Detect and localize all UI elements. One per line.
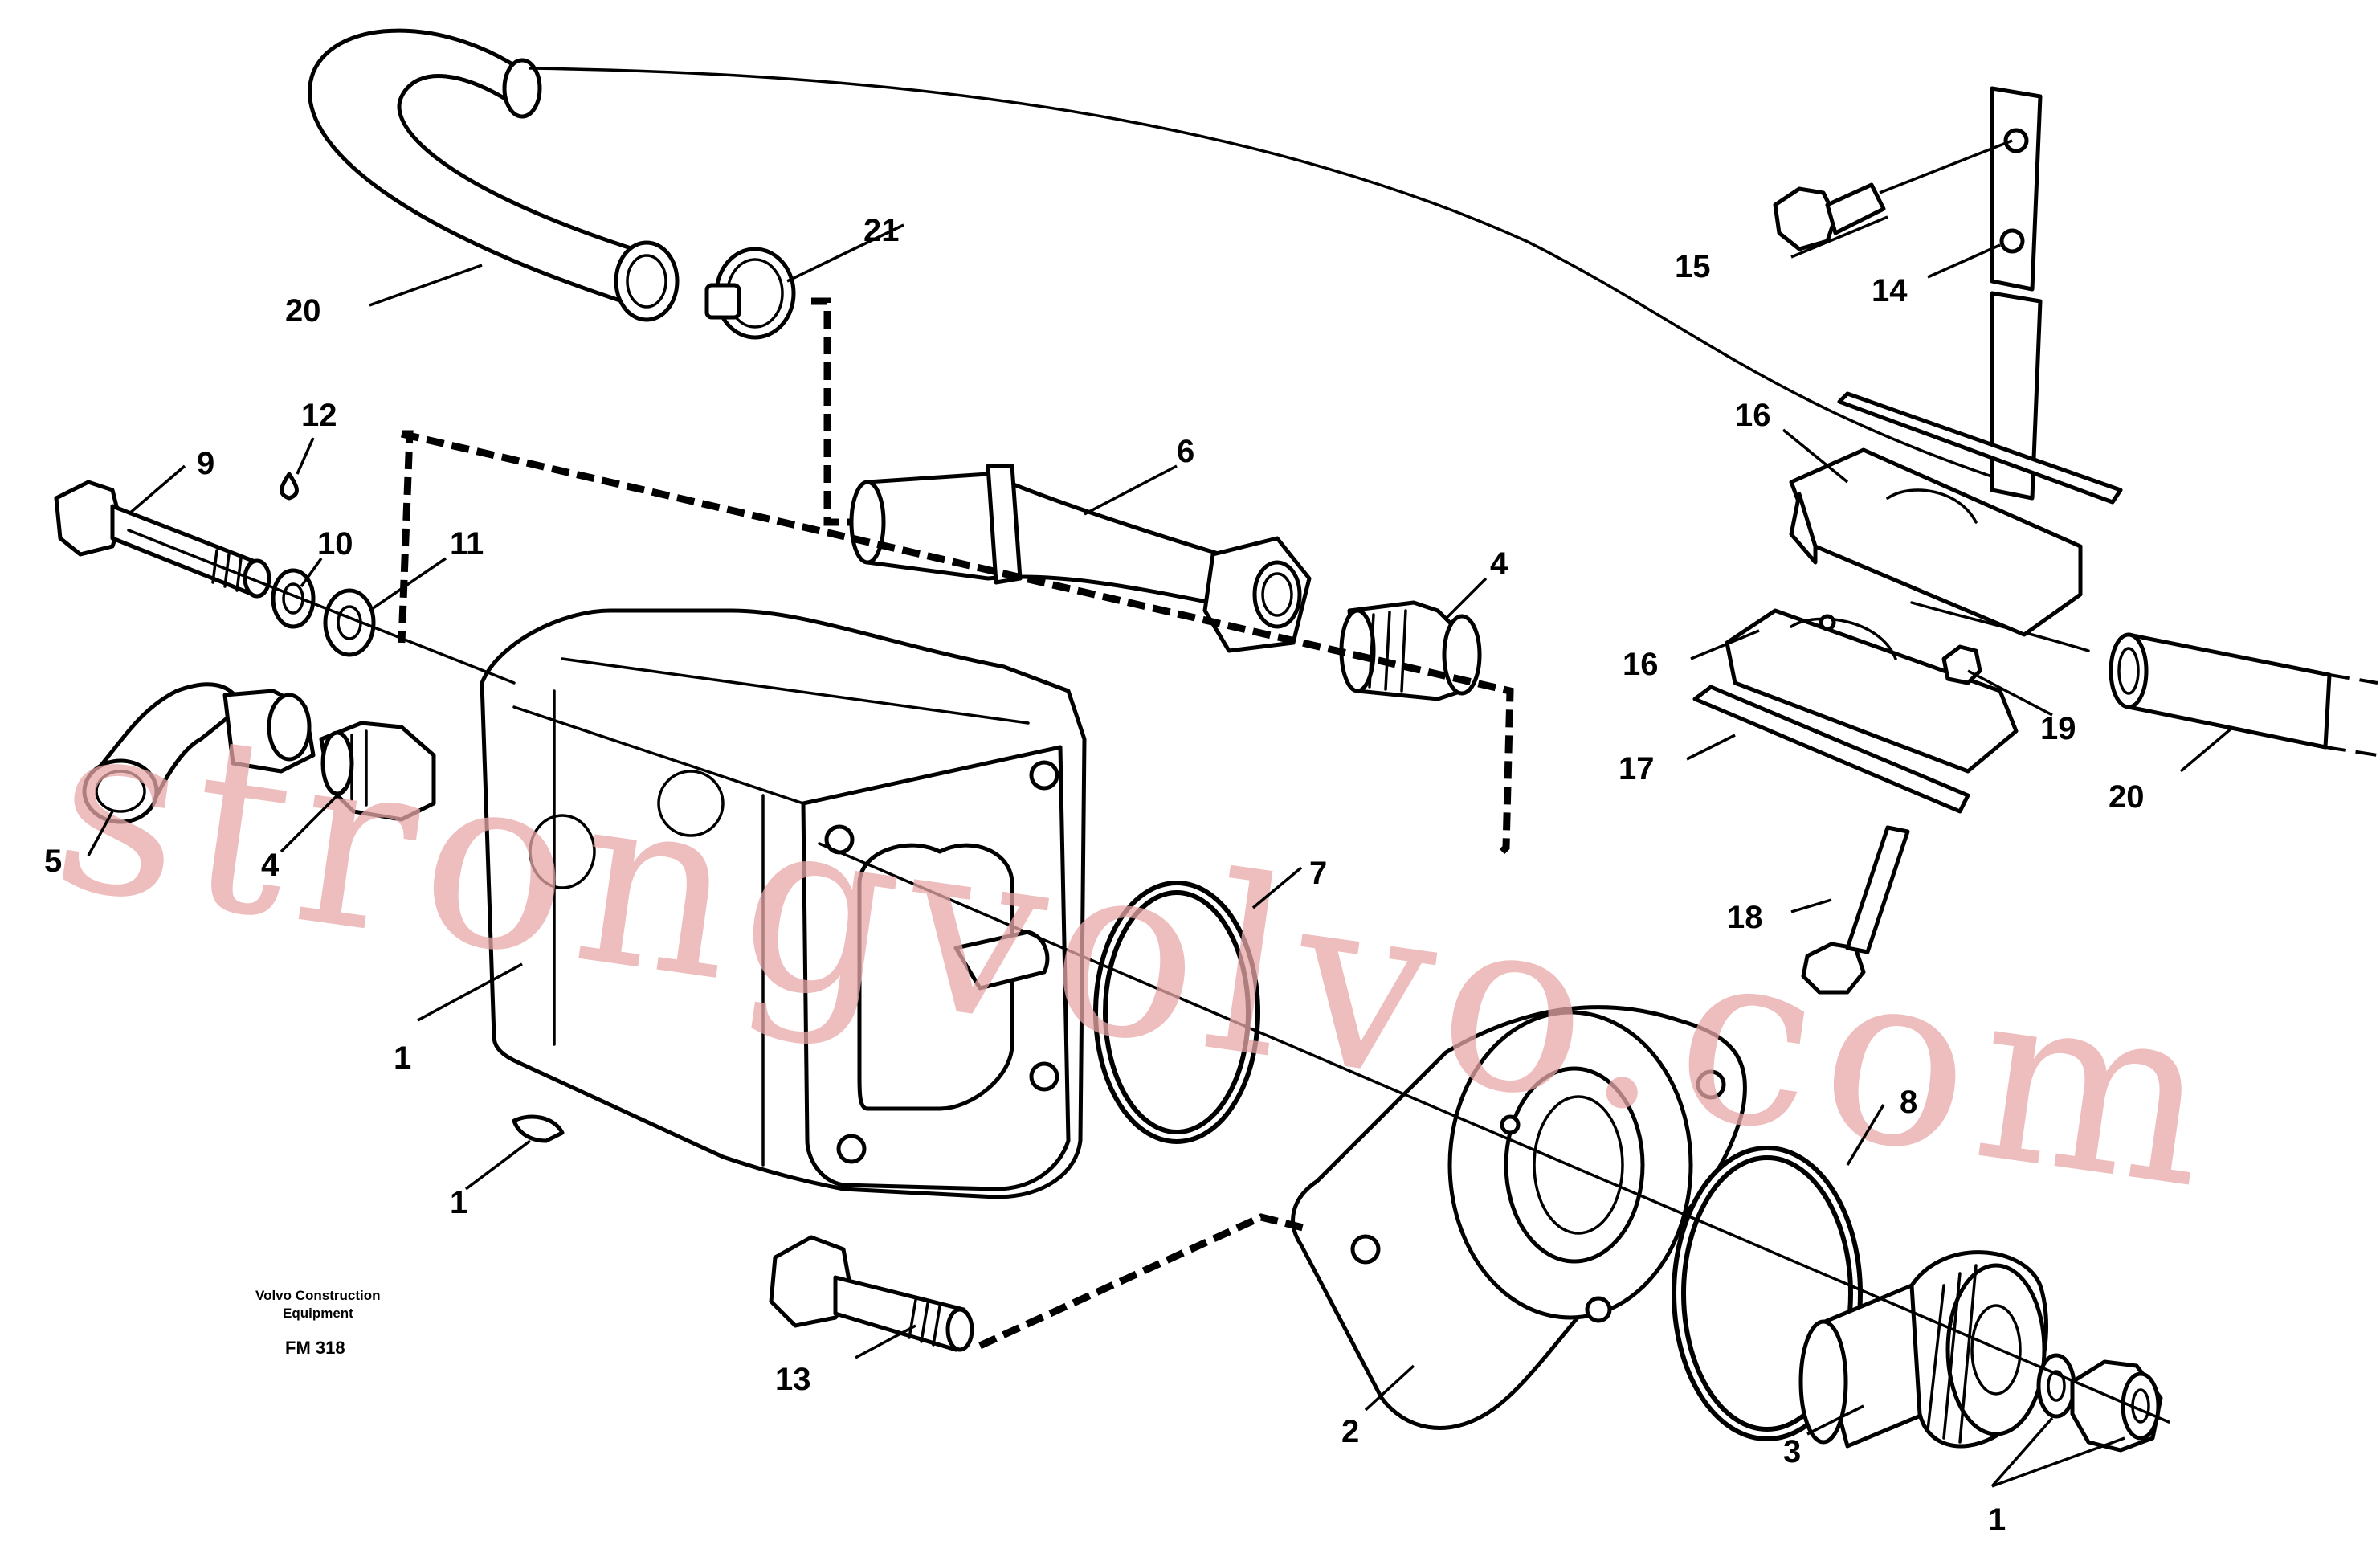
callout-16-bottom: 16 (1623, 647, 1659, 682)
clamp-half-16-bottom (1725, 608, 2019, 774)
callout-12: 12 (301, 398, 337, 433)
callout-15: 15 (1675, 249, 1711, 284)
flange-2 (1291, 1005, 1747, 1430)
main-shaft-axis (818, 842, 2170, 1424)
banjo-bolt-9 (54, 480, 271, 599)
callout-4-left: 4 (261, 848, 280, 883)
bolt-18 (1801, 825, 1910, 995)
gear-shaft-3 (1798, 1250, 2048, 1449)
hose-20-top (308, 28, 2090, 652)
clamp-half-16-top (1789, 447, 2083, 637)
callout-20-right: 20 (2109, 779, 2145, 815)
figure-code: FM 318 (285, 1338, 345, 1358)
elbow-fitting-5 (82, 682, 316, 824)
callout-18: 18 (1727, 900, 1763, 935)
key-1 (512, 1114, 565, 1143)
callout-1-key: 1 (450, 1185, 467, 1220)
callout-1-nut: 1 (1988, 1502, 2006, 1538)
info-line-1: Volvo Construction (255, 1288, 381, 1303)
axis-line-9 (127, 529, 516, 685)
assembly-line-pump-ports (398, 430, 1514, 855)
callout-2: 2 (1341, 1414, 1359, 1449)
assembly-line-21-6 (811, 297, 851, 526)
hose-20-right (2109, 632, 2378, 757)
seal-ring-7 (1093, 881, 1260, 1144)
washer-1 (2036, 1353, 2076, 1419)
hose-clamp-21 (704, 247, 796, 340)
bolt-13 (769, 1235, 974, 1352)
plate-17 (1692, 685, 1970, 814)
callout-13: 13 (775, 1362, 811, 1397)
callout-6: 6 (1177, 434, 1194, 469)
callout-8: 8 (1900, 1085, 1917, 1120)
callout-1-pump: 1 (394, 1040, 411, 1076)
info-line-2: Equipment (283, 1306, 353, 1321)
hose-elbow-6 (849, 464, 1312, 653)
washer-11 (323, 588, 376, 657)
plate-14 (1990, 86, 2043, 501)
assembly-line-13-2 (978, 1213, 1311, 1350)
callout-16-top: 16 (1735, 398, 1771, 433)
callout-17: 17 (1619, 751, 1655, 787)
callout-5: 5 (44, 844, 62, 879)
callout-21: 21 (863, 213, 900, 248)
nut-19 (1941, 644, 1982, 685)
adapter-4-right (1339, 600, 1482, 701)
callout-14: 14 (1872, 273, 1908, 309)
nut-1 (2070, 1359, 2163, 1453)
bolt-15 (1773, 139, 2013, 251)
callout-11: 11 (450, 526, 484, 562)
callout-3: 3 (1783, 1434, 1801, 1469)
callout-20-top: 20 (285, 293, 321, 329)
callout-9: 9 (197, 446, 214, 481)
top-cover-plate (1837, 391, 2123, 505)
callout-7: 7 (1309, 856, 1327, 891)
seal-ring-8 (1672, 1146, 1863, 1441)
drop-12 (280, 472, 299, 501)
leader-lines (87, 215, 2235, 1488)
callout-4-right: 4 (1490, 546, 1508, 582)
callout-19: 19 (2040, 711, 2076, 746)
callout-10: 10 (317, 526, 353, 562)
